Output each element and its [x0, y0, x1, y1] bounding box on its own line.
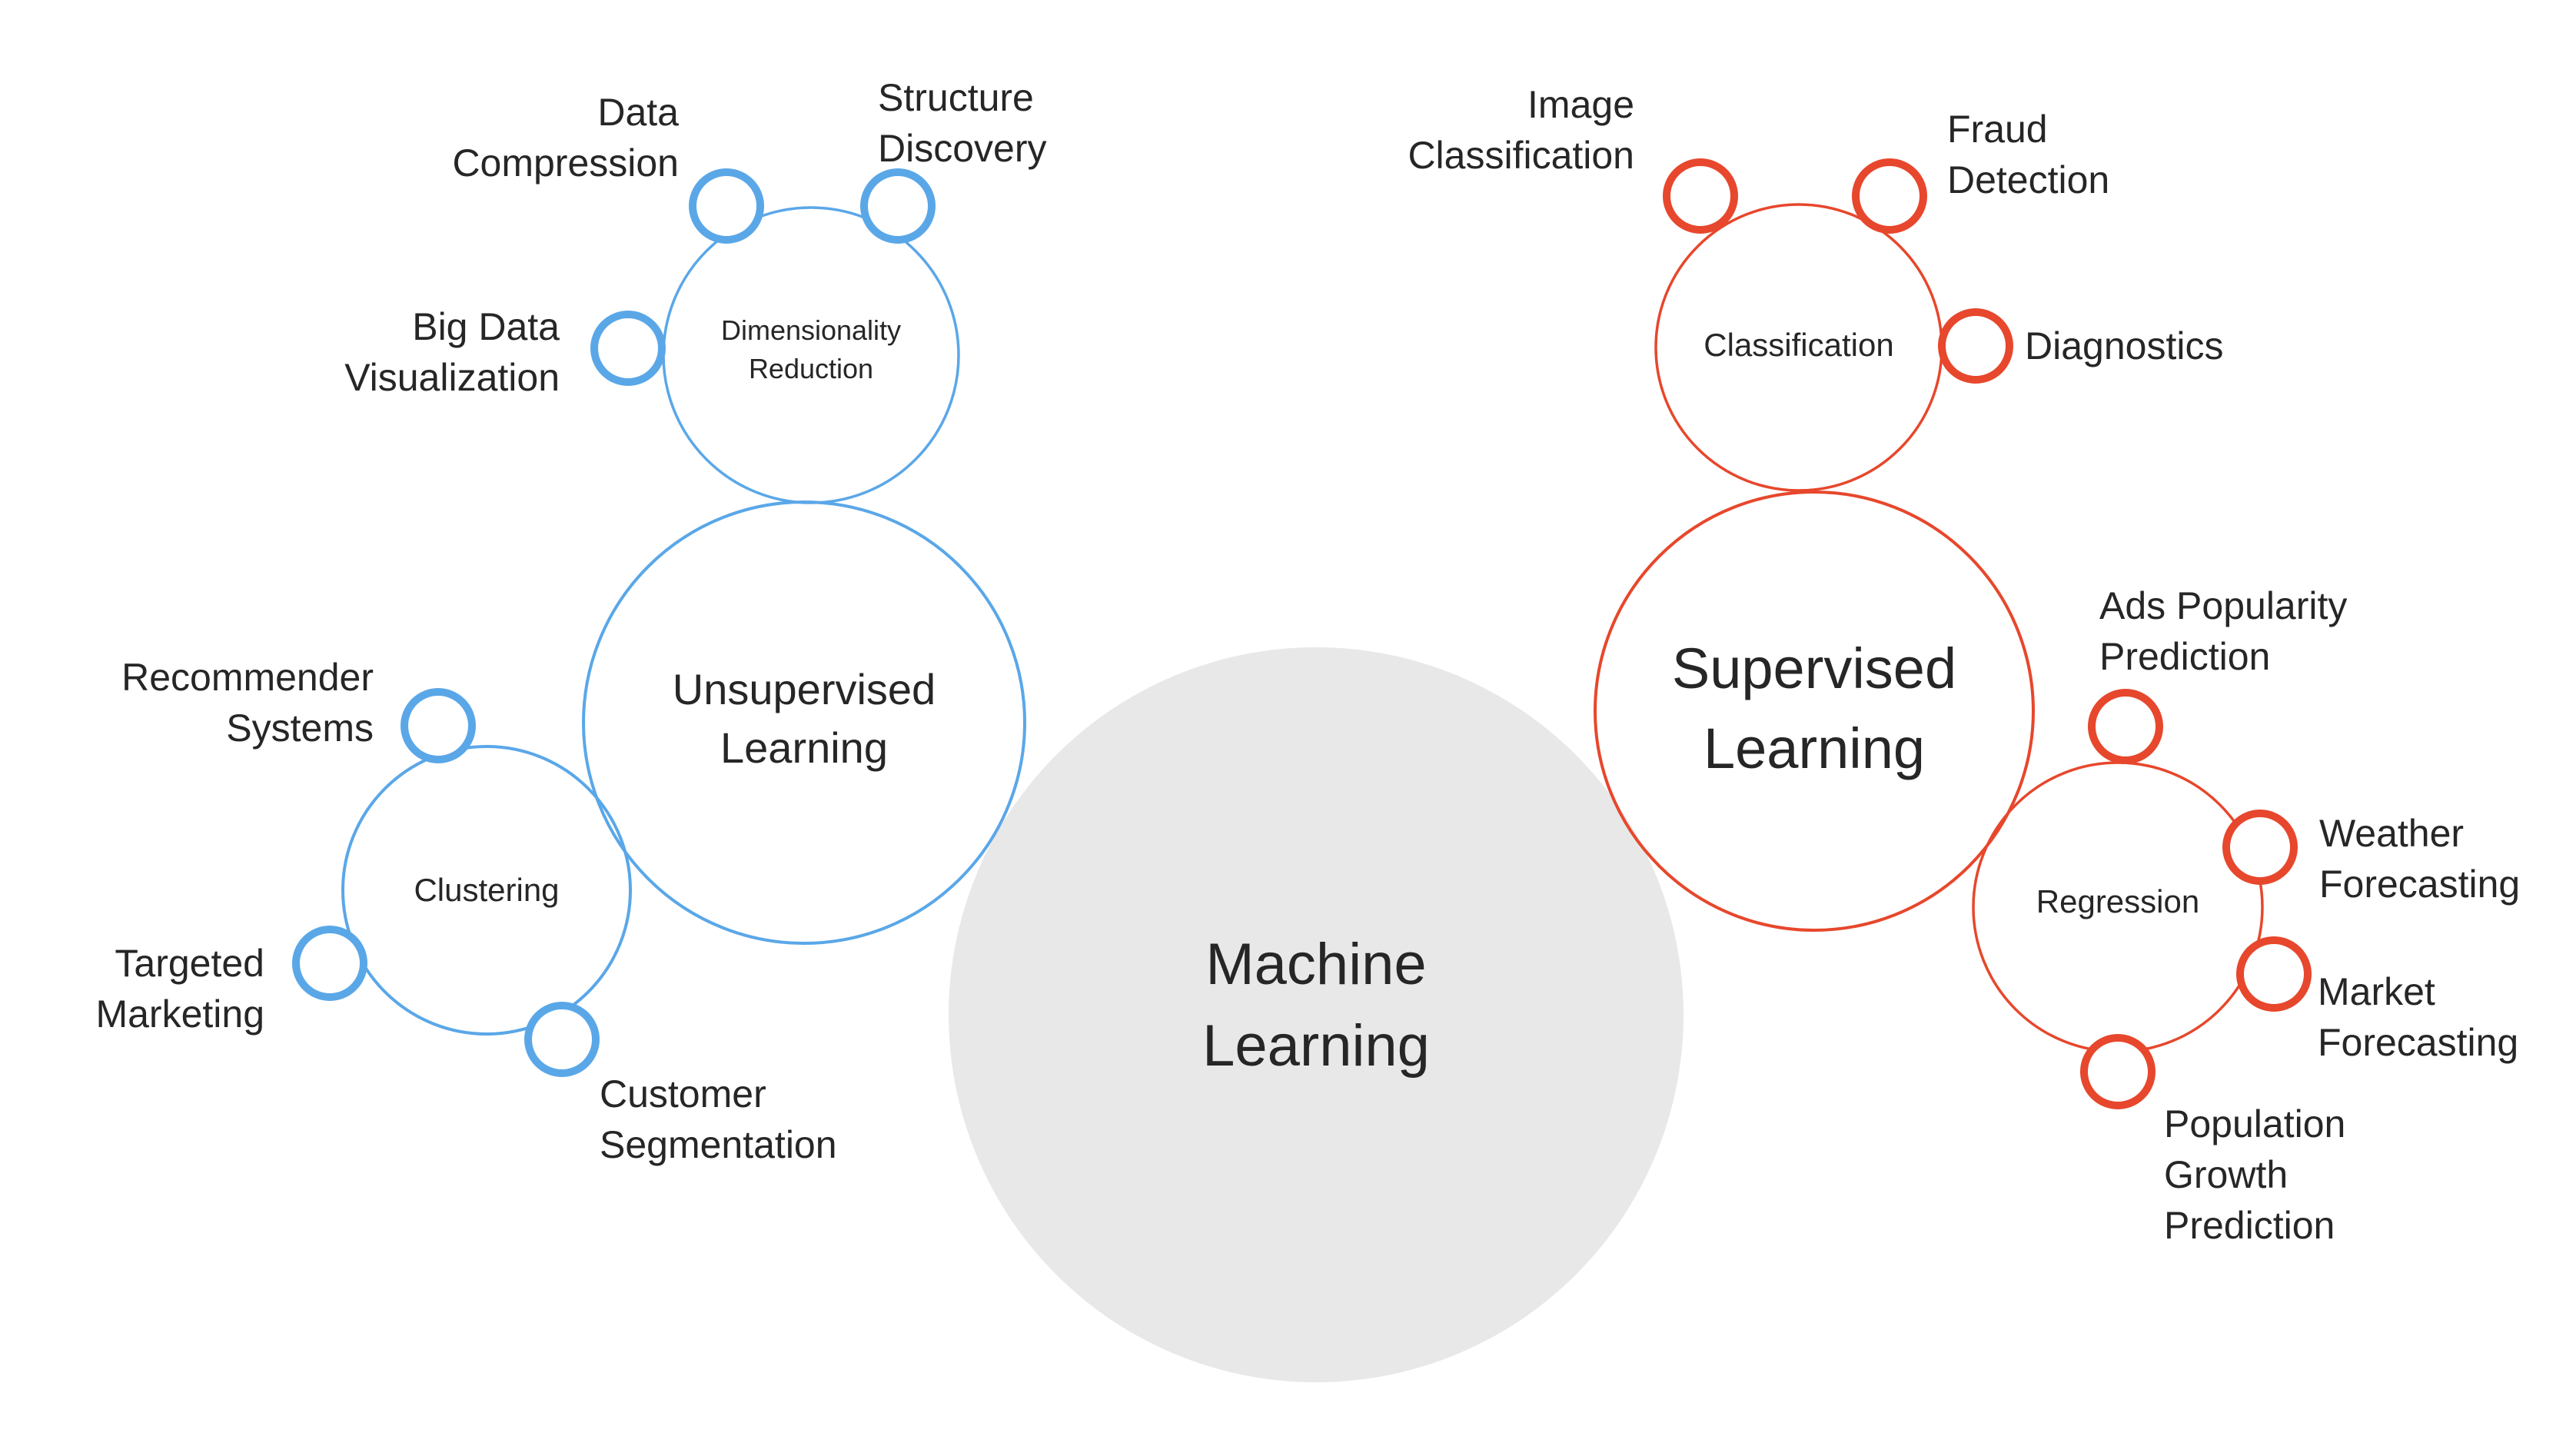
- recommender-systems-satellite: [401, 688, 476, 763]
- customer-segmentation-satellite: [524, 1002, 600, 1077]
- dimensionality-reduction-label: Dimensionality Reduction: [720, 314, 902, 384]
- big-data-visualization-satellite: [590, 311, 666, 386]
- targeted-marketing-label: Targeted Marketing: [95, 942, 264, 1036]
- weather-forecasting-satellite: [2222, 810, 2298, 885]
- unsupervised-learning-label: Unsupervised Learning: [672, 665, 936, 772]
- ads-popularity-satellite: [2088, 689, 2163, 764]
- market-forecasting-satellite: [2236, 936, 2312, 1012]
- structure-discovery-satellite: [860, 168, 936, 244]
- image-classification-label: Image Classification: [1408, 83, 1634, 177]
- supervised-learning-label: Supervised Learning: [1671, 637, 1957, 780]
- fraud-detection-satellite: [1852, 158, 1927, 234]
- clustering-label: Clustering: [414, 872, 560, 908]
- ads-popularity-prediction-label: Ads Popularity Prediction: [2099, 584, 2348, 678]
- population-growth-prediction-label: Population Growth Prediction: [2164, 1102, 2346, 1247]
- population-growth-satellite: [2080, 1034, 2156, 1109]
- supervised-learning-circle: [1594, 490, 2035, 932]
- diagnostics-label: Diagnostics: [2025, 324, 2224, 367]
- big-data-visualization-label: Big Data Visualization: [344, 305, 560, 399]
- regression-label: Regression: [2036, 883, 2200, 919]
- diagnostics-satellite: [1938, 308, 2013, 384]
- clustering-circle: [341, 745, 632, 1036]
- classification-label: Classification: [1703, 327, 1894, 363]
- image-classification-satellite: [1663, 158, 1738, 234]
- customer-segmentation-label: Customer Segmentation: [600, 1072, 837, 1166]
- weather-forecasting-label: Weather Forecasting: [2319, 812, 2521, 906]
- targeted-marketing-satellite: [292, 926, 367, 1001]
- machine-learning-circle: [949, 647, 1684, 1382]
- recommender-systems-label: Recommender Systems: [121, 656, 374, 750]
- market-forecasting-label: Market Forecasting: [2318, 970, 2519, 1064]
- machine-learning-label: Machine Learning: [1202, 932, 1430, 1079]
- data-compression-label: Data Compression: [452, 91, 679, 185]
- data-compression-satellite: [689, 168, 764, 244]
- fraud-detection-label: Fraud Detection: [1947, 108, 2110, 201]
- structure-discovery-label: Structure Discovery: [878, 76, 1047, 170]
